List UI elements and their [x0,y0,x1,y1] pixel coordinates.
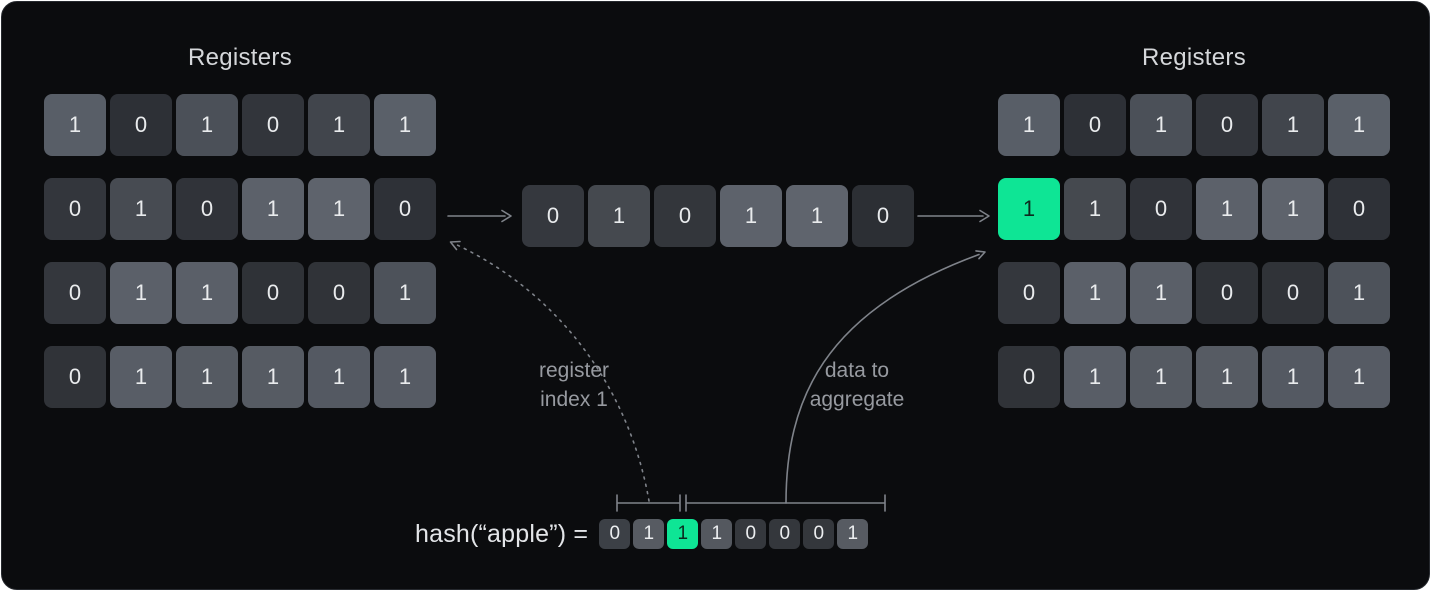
hash-bit-cell: 0 [803,519,835,549]
register-cell: 0 [1064,94,1126,156]
register-cell: 0 [308,262,370,324]
index-bits-bracket [616,494,681,512]
hash-bit-cell: 0 [769,519,801,549]
register-cell: 1 [786,185,848,247]
register-cell: 1 [1262,94,1324,156]
register-cell: 1 [1328,346,1390,408]
data-to-aggregate-label-line2: aggregate [809,388,905,411]
register-cell: 1 [374,346,436,408]
register-cell: 0 [1262,262,1324,324]
data-aggregate-arrowhead-icon [975,250,986,260]
register-cell: 1 [1328,262,1390,324]
hash-apple-label: hash(“apple”) = [415,519,589,548]
register-cell: 0 [654,185,716,247]
register-cell: 1 [176,262,238,324]
register-cell: 1 [374,262,436,324]
arrow-middle-to-right-head-icon [979,209,990,223]
register-index-label: register index 1 [508,356,640,414]
register-cell: 1 [308,346,370,408]
data-to-aggregate-label-line1: data to [824,359,890,382]
register-cell: 1 [1130,262,1192,324]
register-cell: 0 [522,185,584,247]
hash-bit-cell: 0 [735,519,767,549]
register-index-arrowhead-icon [449,240,461,251]
register-cell: 0 [44,346,106,408]
register-cell: 0 [852,185,914,247]
register-cell: 1 [110,262,172,324]
register-cell: 1 [1064,346,1126,408]
register-cell: 1 [1130,94,1192,156]
register-cell: 1 [720,185,782,247]
register-cell: 1 [242,178,304,240]
register-cell: 1 [44,94,106,156]
hash-bit-cell: 1 [837,519,869,549]
register-cell: 1 [998,94,1060,156]
register-cell: 1 [110,346,172,408]
data-bits-bracket [685,494,886,512]
data-to-aggregate-label: data to aggregate [790,356,924,414]
register-cell: 0 [1196,94,1258,156]
register-index-label-line2: index 1 [540,388,608,411]
arrow-left-to-middle-head-icon [501,209,512,223]
register-cell: 1 [1064,262,1126,324]
register-cell: 0 [998,346,1060,408]
register-cell: 0 [242,94,304,156]
register-cell: 1 [588,185,650,247]
register-cell: 0 [110,94,172,156]
register-cell: 1 [242,346,304,408]
register-cell: 0 [1196,262,1258,324]
register-cell: 1 [1196,346,1258,408]
register-cell: 0 [242,262,304,324]
register-cell: 1 [1262,178,1324,240]
register-cell: 1 [1328,94,1390,156]
register-cell: 0 [374,178,436,240]
register-cell: 0 [176,178,238,240]
hash-bit-cell: 0 [599,519,631,549]
register-cell: 1 [308,178,370,240]
left-registers-title: Registers [187,44,293,71]
register-cell: 0 [44,262,106,324]
register-cell: 1 [308,94,370,156]
register-cell: 0 [1328,178,1390,240]
register-cell: 1 [176,346,238,408]
right-registers-title: Registers [1141,44,1247,71]
register-cell: 1 [176,94,238,156]
register-cell: 0 [1130,178,1192,240]
register-cell: 1 [1262,346,1324,408]
hash-bit-cell: 1 [701,519,733,549]
register-cell: 1 [1064,178,1126,240]
register-cell: 1 [374,94,436,156]
register-cell: 0 [998,262,1060,324]
register-cell: 1 [110,178,172,240]
hash-bit-cell: 1 [667,519,699,549]
hash-bit-cell: 1 [633,519,665,549]
register-cell: 1 [998,178,1060,240]
register-cell: 1 [1130,346,1192,408]
register-cell: 1 [1196,178,1258,240]
register-index-label-line1: register [538,359,610,382]
register-cell: 0 [44,178,106,240]
